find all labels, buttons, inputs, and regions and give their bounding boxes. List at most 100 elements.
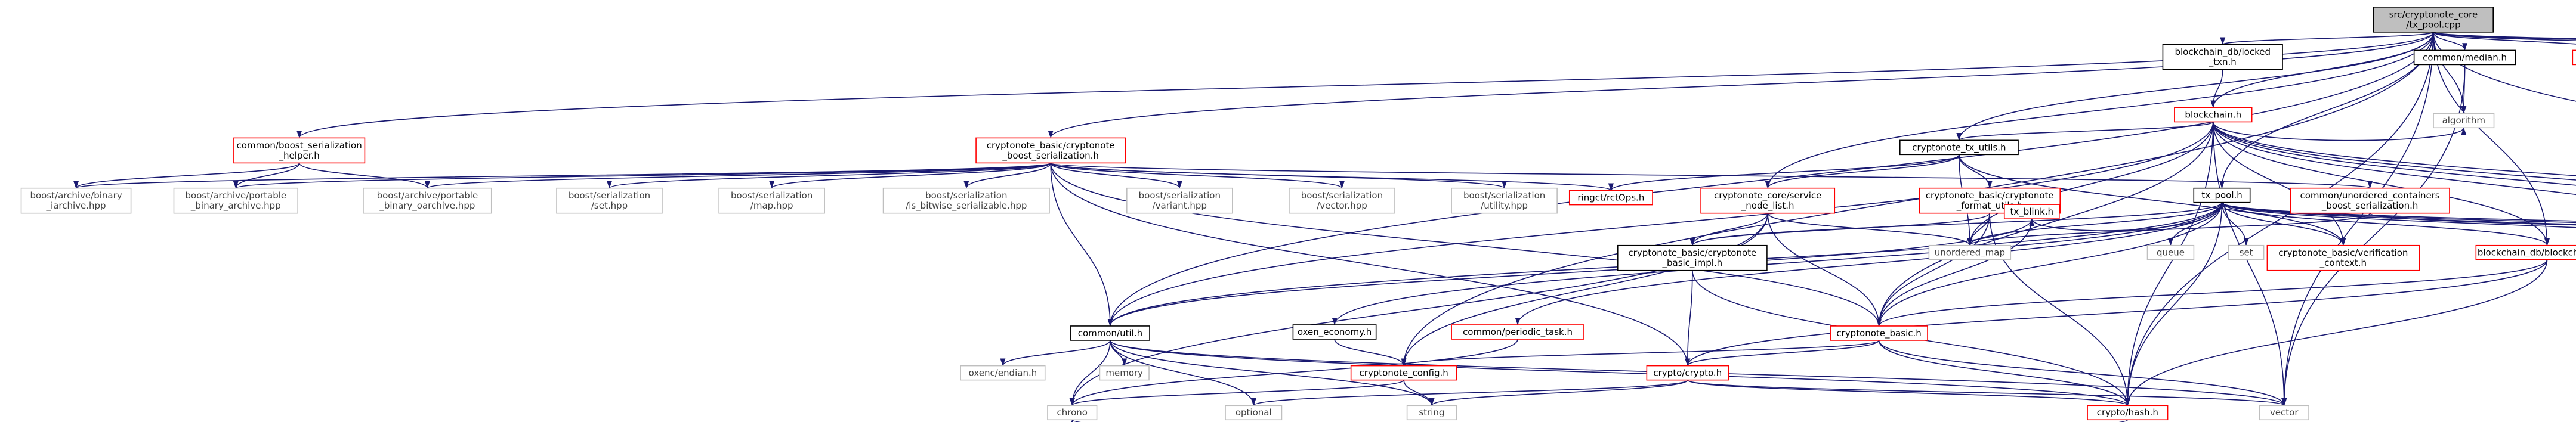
node-cn_boost_ser[interactable]: cryptonote_basic/cryptonote_boost_serial… [975,137,1126,164]
edge-crypto_crypto-to-optional [1251,379,1688,406]
node-label: tx_blink.h [2010,206,2053,218]
edge-tx_pool_h-to-blockchain_db [2221,202,2550,246]
nodes-layer: src/cryptonote_core/tx_pool.cpp blockchai… [20,7,2576,421]
node-boost_ser_helper[interactable]: common/boost_serialization_helper.h [233,137,366,164]
node-label: cryptonote_basic.h [1836,328,1921,339]
node-service_node_list[interactable]: cryptonote_core/service_node_list.h [1700,187,1836,214]
edge-tx_pool_h-to-queue [2168,202,2223,246]
node-cn_config[interactable]: cryptonote_config.h [1350,365,1457,381]
edge-tx_blink-to-cn_basic [1876,219,2033,327]
node-label: oxenc/endian.h [969,368,1037,378]
node-box [1070,325,1150,341]
node-bs_variant: boost/serialization/variant.hpp [1126,187,1233,214]
node-label: memory [1105,368,1143,378]
edge-common_util-to-optional [1110,340,1256,406]
edge-cn_basic-to-crypto_hash [1878,340,2130,406]
node-label: optional [1236,407,1272,418]
node-label: boost/serialization [1463,190,1545,201]
node-label: cryptonote_tx_utils.h [1912,142,2006,153]
node-box [556,187,663,214]
node-label: common/boost_serialization [237,140,362,151]
node-box [1700,187,1836,214]
edge-periodic_task-to-chrono [1069,339,1518,406]
node-box [2087,405,2169,421]
node-cn_basic_impl[interactable]: cryptonote_basic/cryptonote_basic_impl.h [1617,244,1768,271]
node-set: set [2228,244,2265,260]
node-box [975,137,1126,164]
node-box [2228,244,2265,260]
node-label: _boost_serialization.h [2321,200,2419,212]
node-label: _helper.h [279,150,320,162]
node-root[interactable]: src/cryptonote_core/tx_pool.cpp [2373,7,2494,33]
node-common_lock[interactable]: common/lock.h [2572,49,2576,66]
node-box [2413,49,2516,66]
node-unordered_containers[interactable]: common/unordered_containers_boost_serial… [2290,187,2450,214]
node-cn_tx_utils[interactable]: cryptonote_tx_utils.h [1899,139,2019,156]
node-crypto_hash[interactable]: crypto/hash.h [2087,405,2169,421]
node-bs_set: boost/serialization/set.hpp [556,187,663,214]
node-label: common/median.h [2423,52,2507,63]
node-common_util[interactable]: common/util.h [1070,325,1150,341]
node-box [2266,244,2420,271]
edge-service_node_list-to-cn_basic_impl [1689,213,1768,246]
node-tx_blink[interactable]: tx_blink.h [2003,204,2060,219]
node-blockchain_db[interactable]: blockchain_db/blockchain_db.h [2475,244,2576,260]
edge-tx_pool_h-to-periodic_task [1515,202,2223,325]
edge-blockchain_db-to-crypto_crypto [1685,259,2548,367]
edge-blockchain-to-common_util [1107,122,2214,327]
node-label: boost/serialization [731,190,813,201]
node-label: /tx_pool.cpp [2406,19,2460,30]
node-label: tx_pool.h [2201,190,2243,201]
node-label: _boost_serialization.h [1002,150,1099,162]
node-algorithm: algorithm [2433,113,2495,129]
node-locked_txn[interactable]: blockchain_db/locked_txn.h [2162,44,2283,70]
node-label: set [2240,247,2253,258]
node-cn_basic[interactable]: cryptonote_basic.h [1830,325,1928,341]
node-label: _basic_impl.h [1661,257,1722,269]
node-box [718,187,825,214]
edge-root-to-common_median [2433,32,2468,51]
node-verification_context[interactable]: cryptonote_basic/verification_context.h [2266,244,2420,271]
edge-blockchain-to-verification_context [2212,122,2346,246]
edge-oxen_economy-to-cn_config [1334,339,1407,367]
node-ba_binary: boost/archive/binary_iarchive.hpp [20,187,132,214]
node-periodic_task[interactable]: common/periodic_task.h [1451,324,1584,340]
edge-cn_basic-to-crypto_crypto [1685,340,1880,367]
node-label: chrono [1057,407,1088,418]
node-bs_map: boost/serialization/map.hpp [718,187,825,214]
edge-root-to-common_hex [2433,32,2576,42]
edge-tx_pool_h-to-epee_string_tools [2221,201,2576,224]
edge-service_node_list-to-cn_config [1401,213,1768,367]
node-box [1568,190,1653,206]
edge-root-to-boost_ser_helper [296,32,2434,139]
node-box [1617,244,1768,271]
edge-root-to-common_util [1107,32,2434,327]
edge-cn_boost_ser-to-bs_bitwise [963,163,1051,189]
node-label: common/util.h [1078,328,1142,339]
edge-root-to-cn_tx_utils [1956,32,2434,141]
node-label: boost/serialization [1139,190,1221,201]
node-label: cryptonote_core/service [1714,190,1821,201]
node-box [2475,244,2576,260]
node-label: boost/serialization [569,190,650,201]
node-oxen_economy[interactable]: oxen_economy.h [1292,324,1377,340]
edge-locked_txn-to-blockchain [2210,69,2223,108]
node-ringct_rctOps[interactable]: ringct/rctOps.h [1568,190,1653,206]
edge-tx_pool_h-to-set [2221,202,2249,246]
node-blockchain[interactable]: blockchain.h [2174,107,2253,123]
edge-blockchain-to-vector [2212,122,2287,406]
node-box [1289,187,1395,214]
node-label: cryptonote_basic/cryptonote [1926,190,2054,201]
node-crypto_crypto[interactable]: crypto/crypto.h [1646,365,1729,381]
node-common_median[interactable]: common/median.h [2413,49,2516,66]
edge-unordered_containers-to-unordered_set [2369,212,2576,226]
node-label: oxen_economy.h [1298,327,1372,338]
node-oxenc_endian: oxenc/endian.h [960,365,1046,381]
node-label: cryptonote_config.h [1359,368,1448,379]
node-box [2433,113,2495,129]
node-tx_pool_h[interactable]: tx_pool.h [2193,187,2251,203]
node-box [2259,405,2309,421]
node-label: ringct/rctOps.h [1577,193,1644,203]
node-label: cryptonote_basic/cryptonote [1628,247,1756,259]
edge-common_util-to-crypto_hash [1110,340,2130,406]
